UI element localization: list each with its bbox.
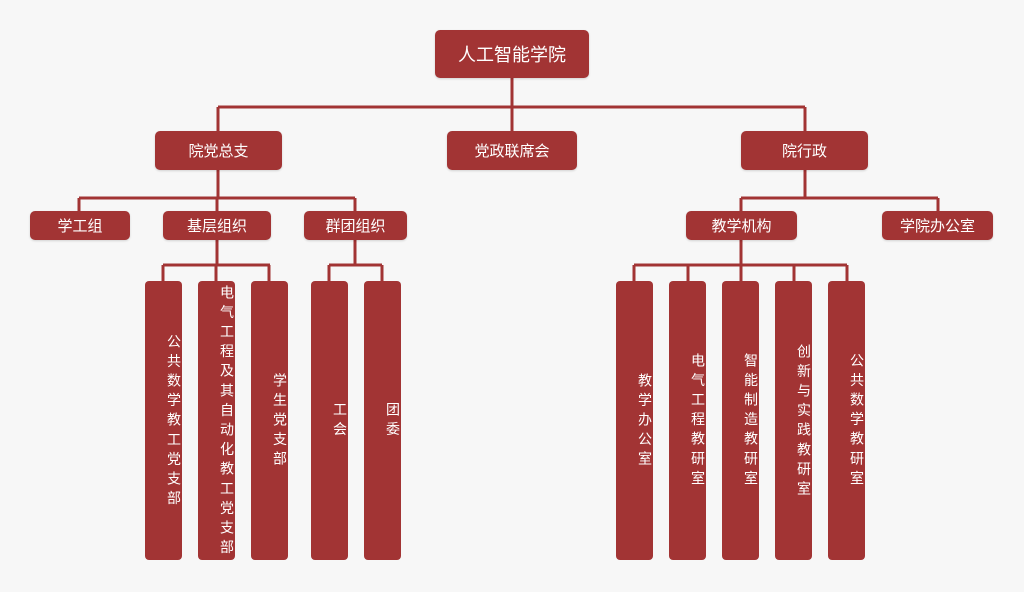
node-math-party-branch: 公共数学教工党支部	[145, 281, 182, 560]
node-label: 公共数学教工党支部	[165, 333, 181, 511]
node-label: 公共数学教研室	[848, 353, 864, 491]
node-teaching-office: 教学办公室	[616, 281, 653, 560]
node-math-dept: 公共数学教研室	[828, 281, 865, 560]
node-label: 智能制造教研室	[742, 353, 758, 491]
node-union: 工会	[311, 281, 348, 560]
node-label: 团委	[384, 402, 400, 442]
node-label: 电气工程教研室	[689, 353, 705, 491]
node-label: 创新与实践教研室	[795, 343, 811, 501]
node-label: 学生党支部	[271, 373, 287, 471]
node-innovation-dept: 创新与实践教研室	[775, 281, 812, 560]
node-college-office: 学院办公室	[882, 211, 993, 240]
node-label: 教学办公室	[636, 373, 652, 471]
node-electrical-party-branch: 电气工程及其自动化教工党支部	[198, 281, 235, 560]
node-label: 工会	[331, 402, 347, 442]
node-grassroots: 基层组织	[163, 211, 271, 240]
node-label: 电气工程及其自动化教工党支部	[218, 284, 234, 560]
node-teaching-units: 教学机构	[686, 211, 797, 240]
node-mass-orgs: 群团组织	[304, 211, 407, 240]
node-root: 人工智能学院	[435, 30, 589, 78]
node-student-party-branch: 学生党支部	[251, 281, 288, 560]
node-joint-meeting: 党政联席会	[447, 131, 577, 170]
node-youth-league: 团委	[364, 281, 401, 560]
node-administration: 院行政	[741, 131, 868, 170]
node-smart-manufacturing-dept: 智能制造教研室	[722, 281, 759, 560]
node-electrical-dept: 电气工程教研室	[669, 281, 706, 560]
node-party-branch: 院党总支	[155, 131, 282, 170]
node-student-work: 学工组	[30, 211, 130, 240]
